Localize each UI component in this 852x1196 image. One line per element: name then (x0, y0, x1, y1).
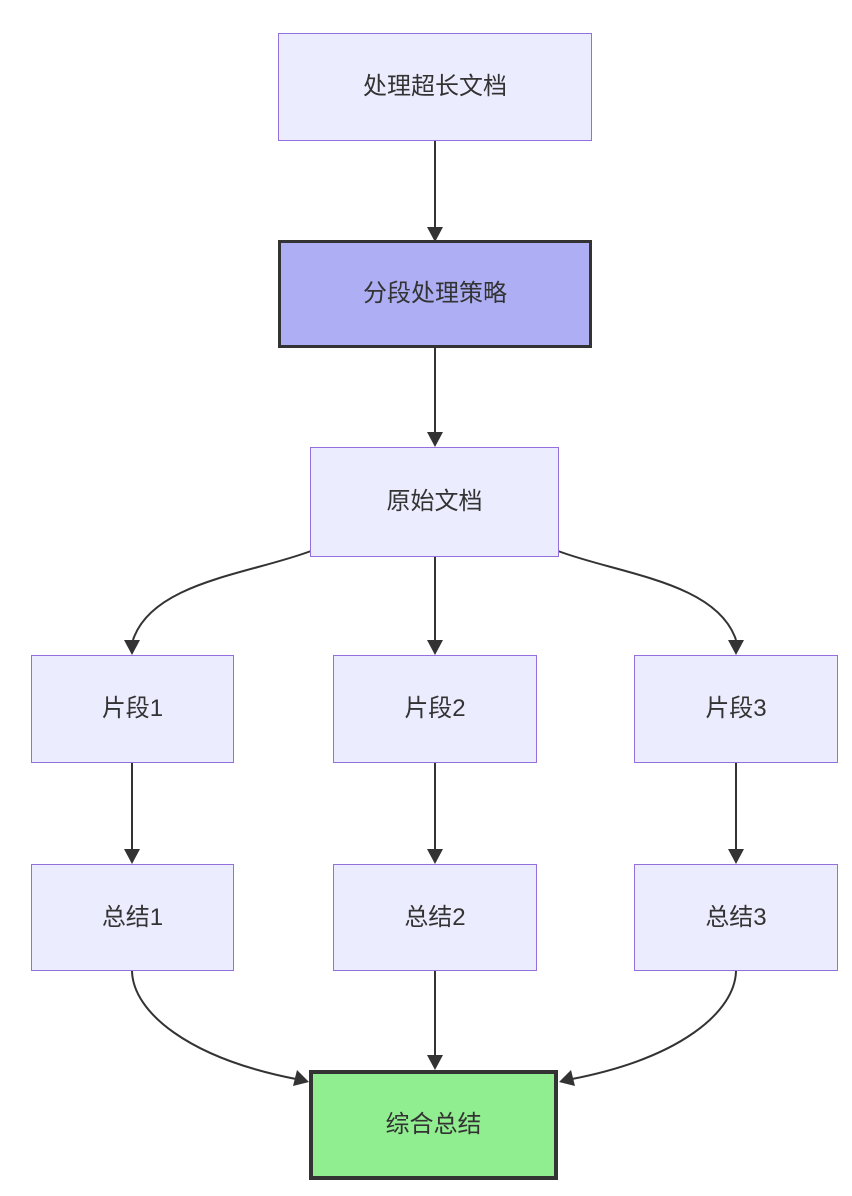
edge-original-to-frag3 (557, 550, 737, 641)
node-label: 片段1 (101, 695, 164, 723)
arrowhead (427, 640, 443, 655)
arrowhead (427, 1055, 443, 1070)
node-summary-2: 总结2 (333, 864, 537, 971)
arrowhead (728, 849, 744, 864)
node-label: 片段3 (705, 695, 767, 723)
node-summary-1: 总结1 (31, 864, 234, 971)
node-label: 综合总结 (385, 1111, 482, 1139)
node-label: 总结1 (101, 903, 164, 931)
node-label: 片段2 (404, 695, 466, 723)
edge-sum1-to-final (131, 970, 297, 1080)
node-combined-summary: 综合总结 (309, 1070, 558, 1180)
node-label: 总结3 (705, 903, 767, 931)
arrowhead (293, 1070, 309, 1086)
node-summary-3: 总结3 (634, 864, 838, 971)
edge-original-to-frag1 (132, 550, 312, 641)
node-fragment-3: 片段3 (634, 655, 838, 763)
node-label: 总结2 (404, 903, 466, 931)
arrowhead (124, 849, 140, 864)
node-segmented-processing-strategy: 分段处理策略 (278, 240, 592, 348)
node-label: 处理超长文档 (363, 73, 507, 101)
arrowhead (427, 432, 443, 447)
node-label: 原始文档 (386, 488, 483, 516)
arrowhead (124, 640, 140, 655)
arrowhead (728, 640, 744, 655)
node-fragment-1: 片段1 (31, 655, 234, 763)
node-label: 分段处理策略 (363, 280, 507, 308)
node-fragment-2: 片段2 (333, 655, 537, 763)
edge-sum3-to-final (571, 970, 737, 1080)
node-process-long-document: 处理超长文档 (278, 33, 592, 141)
arrowhead (427, 849, 443, 864)
arrowhead (559, 1070, 575, 1086)
node-original-document: 原始文档 (310, 447, 559, 557)
